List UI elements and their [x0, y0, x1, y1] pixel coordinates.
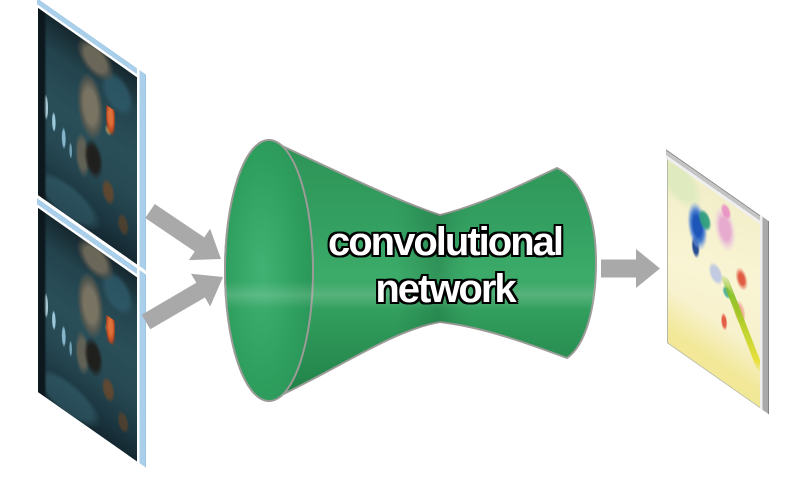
funnel-waist-shading: [396, 198, 472, 340]
network-label: convolutional network: [295, 219, 595, 313]
input-arrow-top: [145, 204, 221, 261]
network-label-line-2: network: [375, 267, 516, 311]
input-arrow-bottom: [141, 273, 223, 330]
network-label-line-1: convolutional: [328, 220, 564, 264]
output-arrow: [601, 249, 660, 288]
funnel-highlight-band: [225, 281, 596, 309]
funnel-mouth-ellipse: [224, 139, 314, 402]
